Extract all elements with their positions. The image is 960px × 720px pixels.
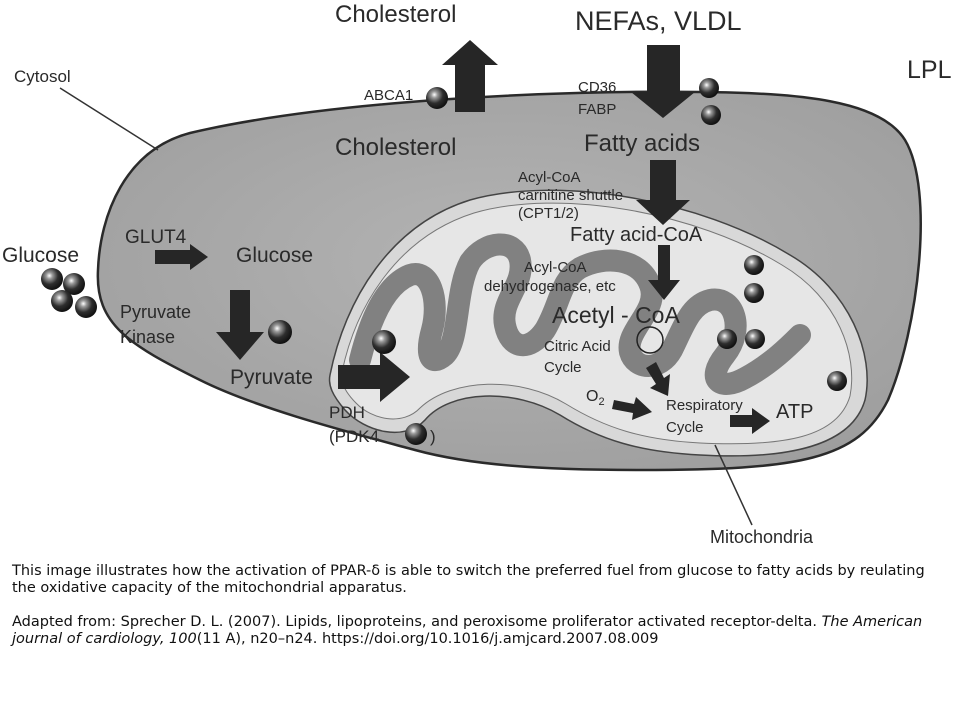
mito-membrane-sphere [744,255,764,275]
glut4-label: GLUT4 [125,227,187,248]
cytosol-label: Cytosol [14,67,71,86]
shuttle-label-line2: carnitine shuttle [518,187,623,204]
atp-label: ATP [776,401,813,423]
acetyl-coa-label: Acetyl - CoA [552,302,680,328]
citric-acid-cycle-circle [636,326,664,354]
fatty-acid-to-coa-arrow [636,160,690,225]
mitochondria-pointer-line [714,444,753,526]
cd36-receptor-sphere [699,78,719,98]
fabp-sphere [701,105,721,125]
pdk4-sphere [405,423,427,445]
mito-carrier-sphere [372,330,396,354]
glucose-to-pyruvate-arrow [216,290,264,360]
pyruvate-kinase-line1: Pyruvate [120,302,191,322]
cytosol-pointer-line [59,87,159,151]
o2-label: O2 [586,388,605,408]
lpl-label: LPL [907,56,952,84]
pyruvate-kinase-sphere [268,320,292,344]
abca1-transporter-sphere [426,87,448,109]
glucose-molecule [41,268,63,290]
nefas-vldl-label: NEFAs, VLDL [575,6,742,36]
fabp-label: FABP [578,101,616,118]
mito-membrane-sphere [717,329,737,349]
glucose-molecule [75,296,97,318]
fatty-acid-coa-label: Fatty acid-CoA [570,224,703,246]
mitochondrial-cristae [349,233,811,395]
pyruvate-kinase-line2: Kinase [120,327,175,347]
acyl-coa-dehydrogenase-line1: Acyl-CoA [524,259,587,276]
pdk4-label: (PDK4 [329,427,379,446]
glucose-outer-label: Glucose [2,244,79,267]
mitochondria-label: Mitochondria [710,527,814,547]
fatty-acids-label: Fatty acids [584,130,700,157]
caption-summary: This image illustrates how the activatio… [12,563,925,596]
o2-arrow [612,397,652,420]
abca1-label: ABCA1 [364,87,413,104]
citation-journal: The American journal of cardiology, 100 [12,614,923,647]
shuttle-label-line3: (CPT1/2) [518,205,579,222]
cholesterol-inner-label: Cholesterol [335,134,456,161]
pdk4-close-paren: ) [430,427,436,446]
figure-caption: This image illustrates how the activatio… [12,563,948,648]
glucose-molecule [51,290,73,312]
coa-to-acetyl-arrow [648,245,680,300]
pdh-label: PDH [329,403,365,422]
tca-to-respiratory-arrow [646,362,670,396]
pyruvate-label: Pyruvate [230,366,313,389]
caption-spacer [12,597,948,614]
glucose-molecule [63,273,85,295]
pyruvate-to-mito-arrow [338,352,410,402]
acyl-coa-dehydrogenase-line2: dehydrogenase, etc [484,278,616,295]
respiratory-cycle-line1: Respiratory [666,397,743,414]
mito-membrane-sphere [744,283,764,303]
mito-membrane-sphere [745,329,765,349]
citation-prefix: Adapted from: Sprecher D. L. (2007). Lip… [12,614,822,630]
caption-citation: Adapted from: Sprecher D. L. (2007). Lip… [12,614,948,648]
nefa-uptake-arrow [631,45,695,118]
citric-acid-cycle-line2: Cycle [544,359,582,376]
ppar-delta-metabolism-diagram: Cholesterol NEFAs, VLDL LPL Cytosol ABCA… [2,1,952,547]
cholesterol-efflux-arrow [442,40,498,112]
atp-arrow [730,408,770,434]
mito-membrane-sphere [827,371,847,391]
respiratory-cycle-line2: Cycle [666,419,704,436]
citation-suffix: (11 A), n20–n24. https://doi.org/10.1016… [196,631,659,647]
shuttle-label-line1: Acyl-CoA [518,169,581,186]
glucose-inner-label: Glucose [236,244,313,267]
cd36-label: CD36 [578,79,616,96]
citric-acid-cycle-line1: Citric Acid [544,338,611,355]
glut4-arrow [155,244,208,270]
cholesterol-top-label: Cholesterol [335,1,456,28]
